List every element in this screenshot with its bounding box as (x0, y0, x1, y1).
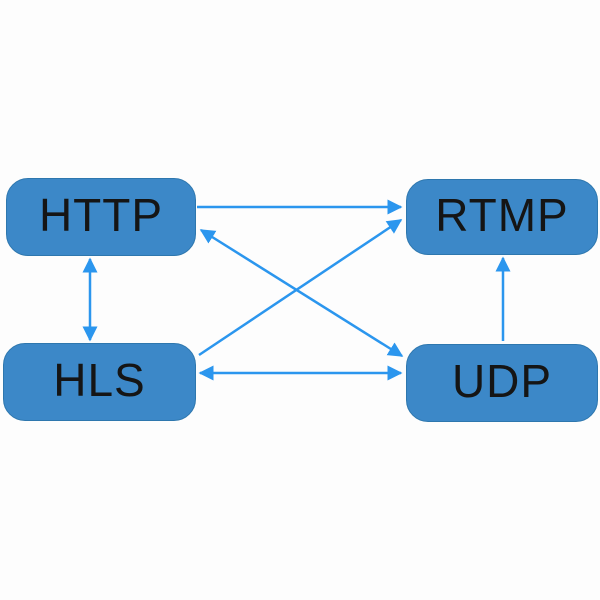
edge-http-udp (199, 228, 404, 358)
node-udp: UDP (406, 344, 598, 422)
edge-hls-rtmp (198, 218, 403, 357)
node-label-rtmp: RTMP (435, 189, 569, 241)
node-http: HTTP (6, 178, 196, 256)
node-label-http: HTTP (38, 189, 164, 241)
node-hls: HLS (3, 343, 196, 421)
node-label-udp: UDP (451, 355, 553, 407)
node-rtmp: RTMP (406, 179, 598, 255)
node-label-hls: HLS (53, 354, 146, 406)
